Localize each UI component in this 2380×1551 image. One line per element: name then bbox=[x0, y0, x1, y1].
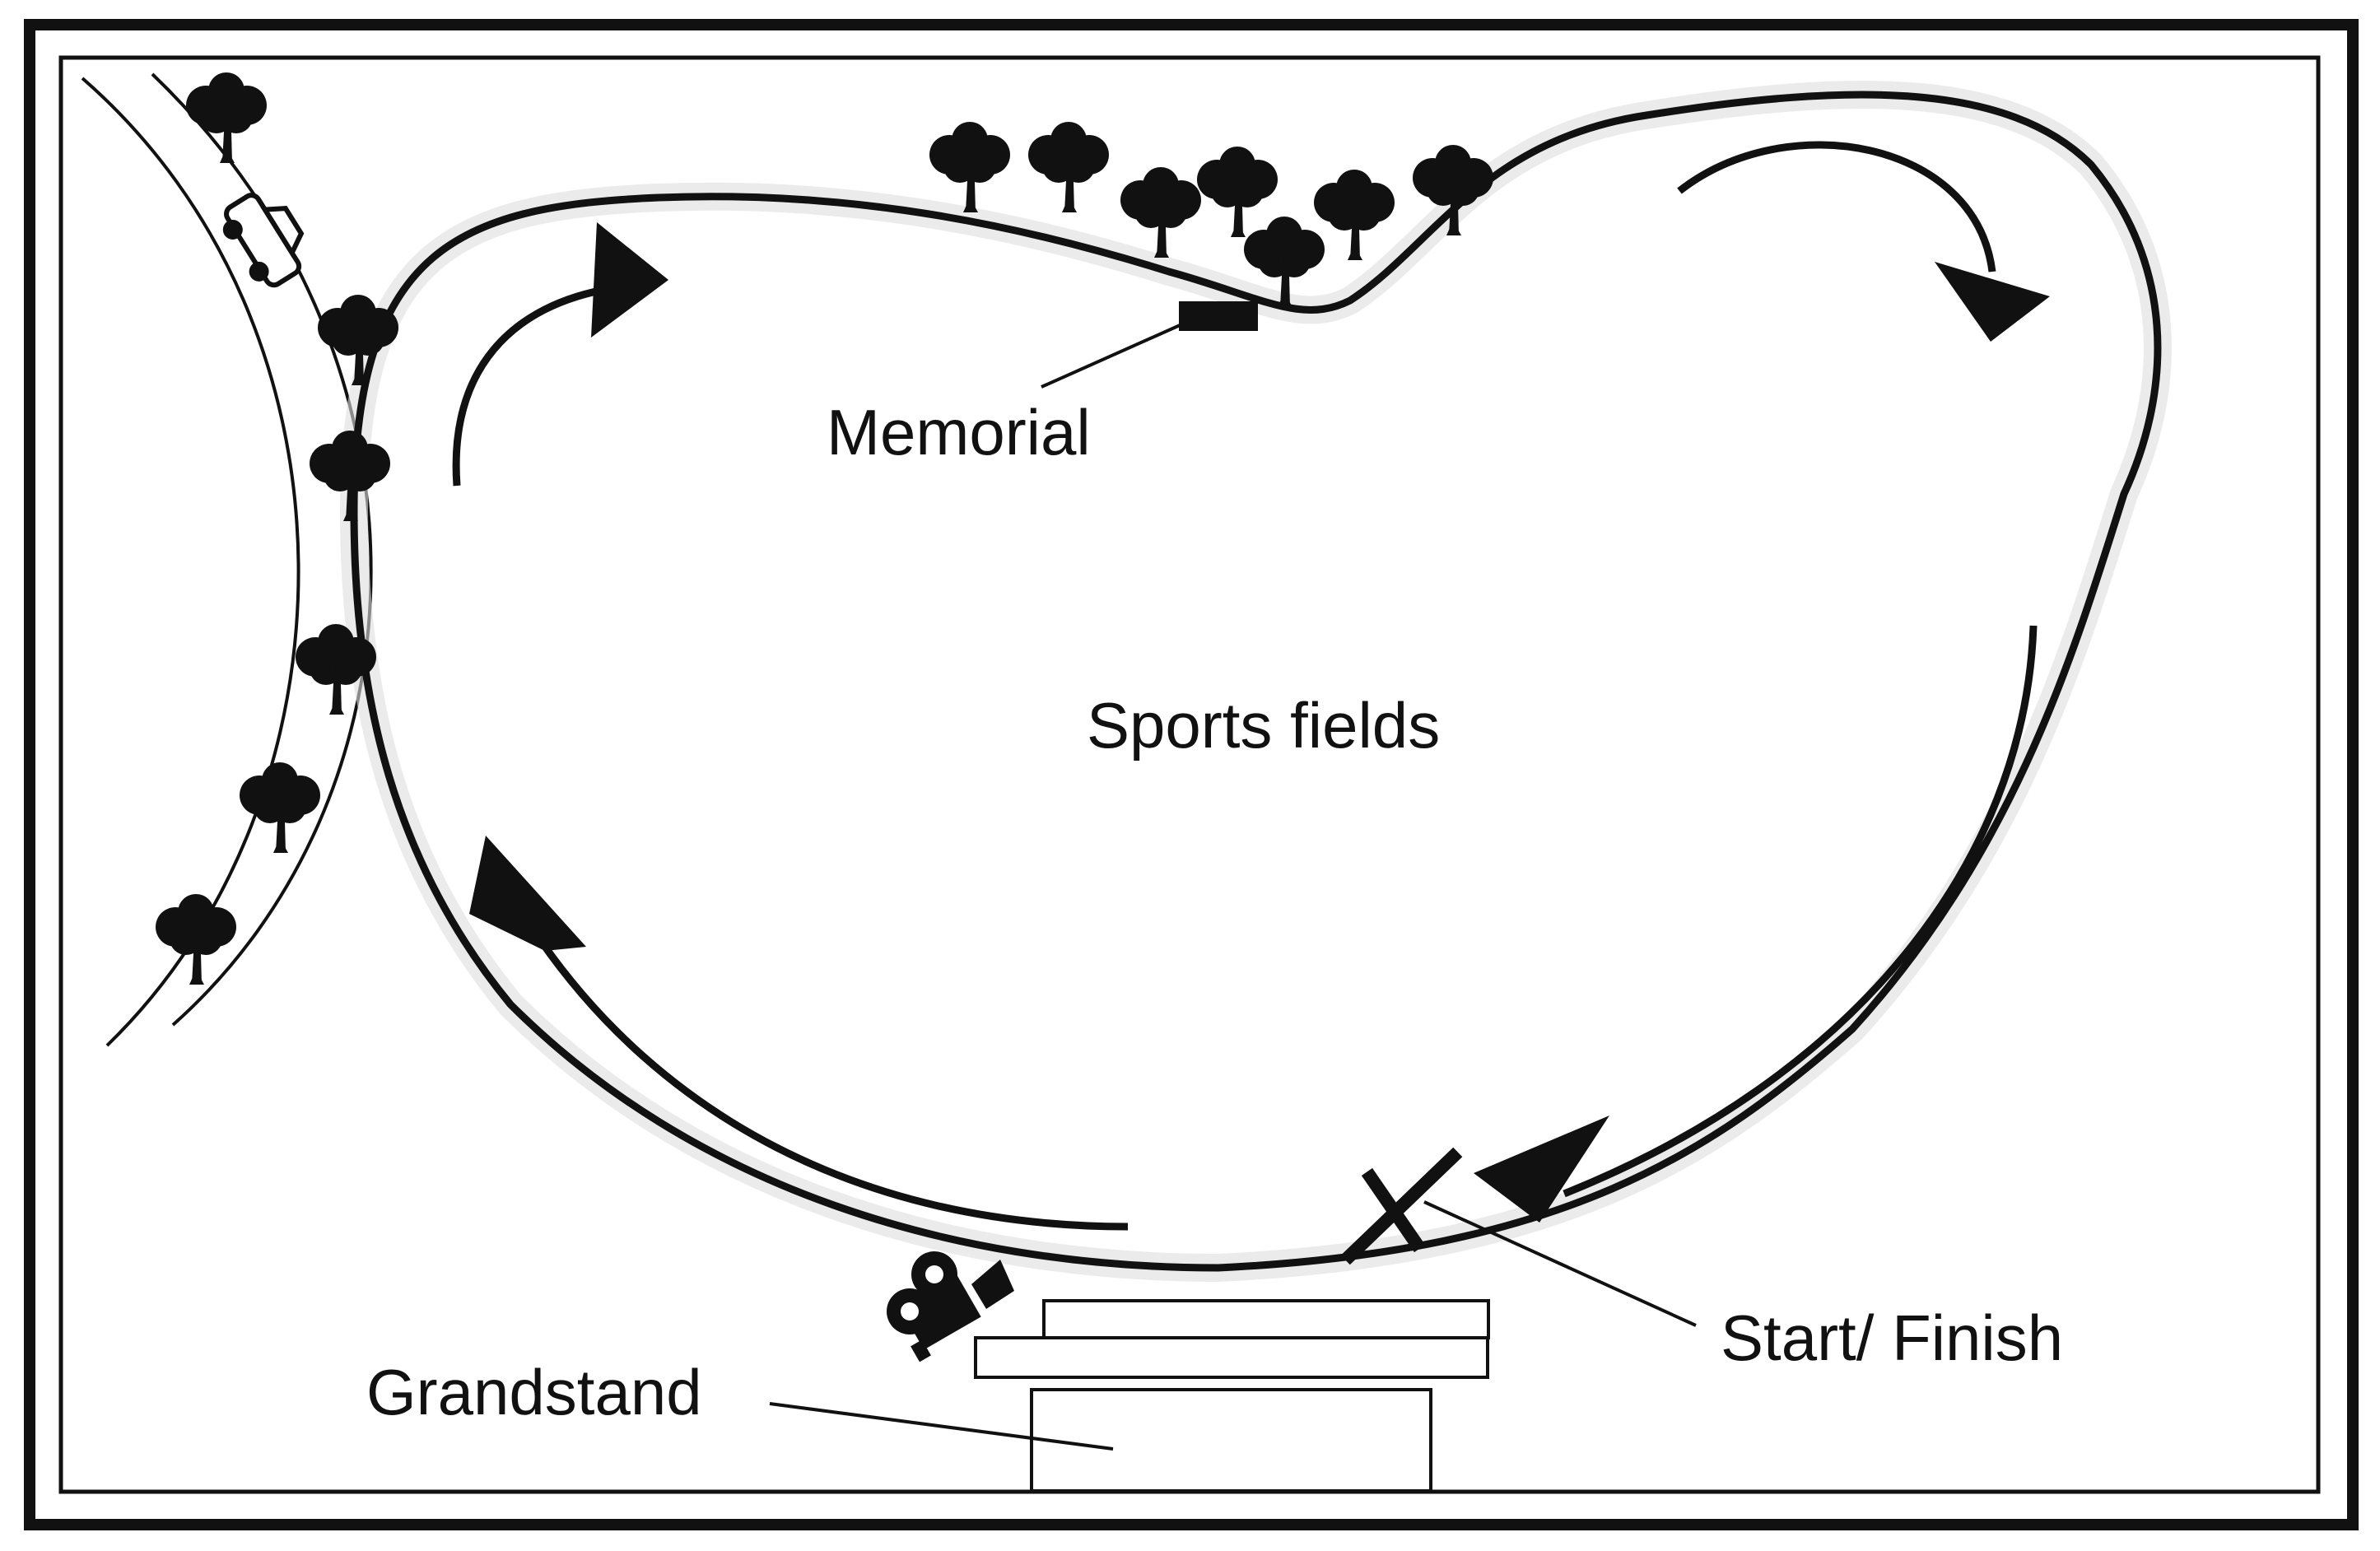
tree-icon bbox=[240, 762, 320, 853]
grandstand-structure bbox=[974, 1299, 1490, 1493]
tree-icon bbox=[929, 122, 1010, 212]
race-track bbox=[339, 81, 2172, 1283]
memorial-marker bbox=[1179, 301, 1258, 331]
memorial-leader-line bbox=[1041, 321, 1186, 389]
start-finish-leader-line bbox=[1423, 1200, 1697, 1327]
tree-icon bbox=[1197, 147, 1278, 237]
outer-border bbox=[24, 19, 2359, 1530]
tree-icon bbox=[186, 72, 267, 163]
arrow-icon-top-left bbox=[452, 222, 668, 487]
direction-arrows bbox=[452, 141, 2050, 1231]
arrow-icon-top-right bbox=[1677, 141, 2050, 342]
car-icon bbox=[222, 193, 305, 288]
tree-icon bbox=[1028, 122, 1109, 212]
grandstand-leader-line bbox=[769, 1402, 1114, 1451]
memorial-label: Memorial bbox=[827, 396, 1091, 468]
x-mark-icon bbox=[1340, 1147, 1463, 1265]
grandstand-label: Grandstand bbox=[366, 1356, 702, 1428]
arrow-icon-right bbox=[1474, 625, 2038, 1223]
tree-icon bbox=[310, 431, 390, 521]
sports-fields-label: Sports fields bbox=[1087, 689, 1440, 762]
movie-camera-icon bbox=[887, 1251, 1014, 1362]
tree-icon bbox=[1314, 170, 1395, 260]
start-finish-label: Start/ Finish bbox=[1721, 1302, 2063, 1374]
arrow-icon-bottom-left bbox=[469, 836, 1129, 1231]
tree-icon bbox=[1120, 167, 1201, 258]
